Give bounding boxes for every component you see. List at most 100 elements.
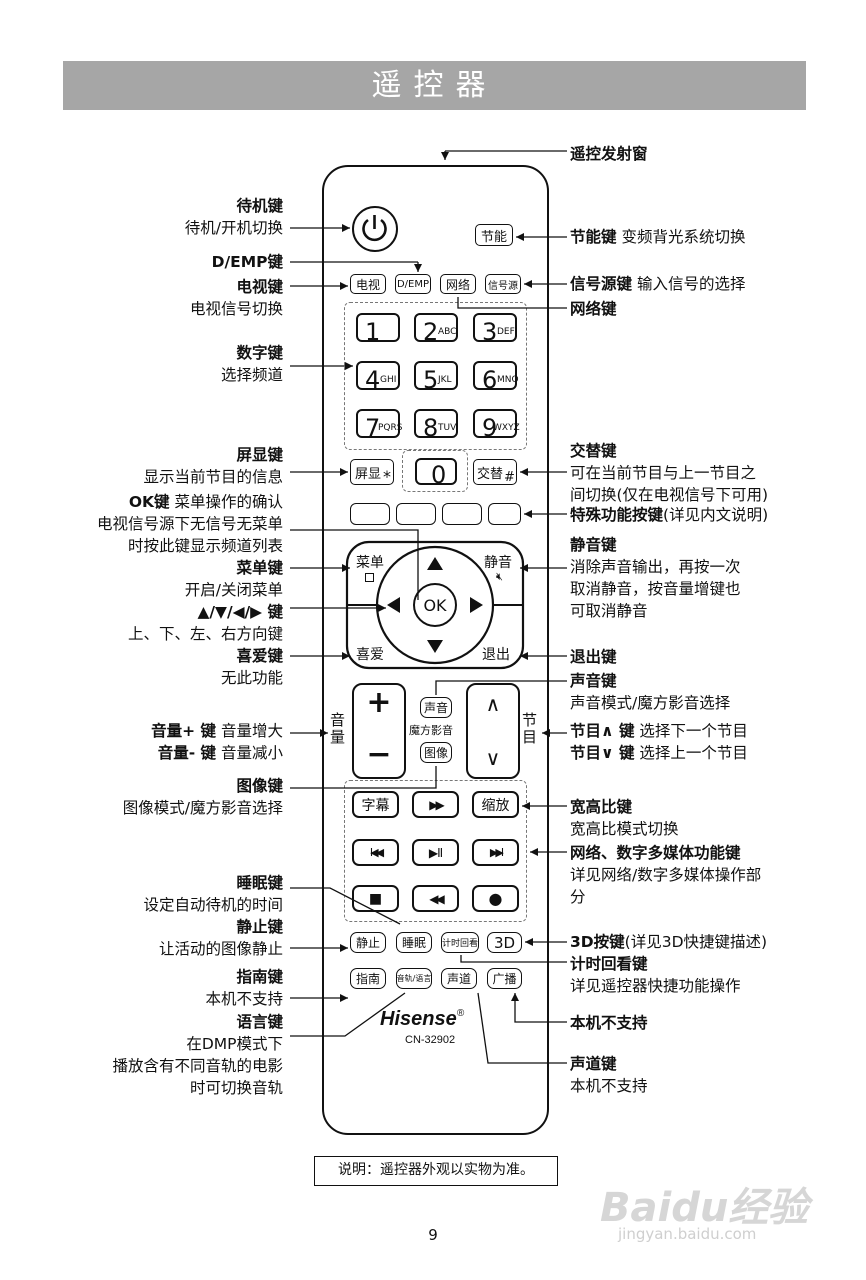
volume-label: 音量 (330, 711, 346, 746)
favorite-button[interactable]: 喜爱 (356, 647, 384, 663)
down-arrow-icon[interactable] (427, 640, 443, 653)
volume-up-key-label: 音量+ 键 音量增大 (151, 720, 283, 742)
language-key-desc-1: 在DMP模式下 (186, 1035, 283, 1053)
digit-label: 8 (423, 414, 439, 442)
source-key-label: 信号源键 输入信号的选择 (570, 273, 745, 295)
display-button[interactable]: 屏显* (350, 459, 394, 485)
watermark-url: jingyan.baidu.com (618, 1225, 757, 1243)
exit-key-title: 退出键 (570, 648, 617, 666)
channel-label: 节目 (522, 711, 538, 746)
network-button[interactable]: 网络 (440, 274, 476, 294)
watermark-logo: Baidu经验 (600, 1185, 809, 1231)
swap-key-desc-2: 间切换(仅在电视信号下可用) (570, 486, 769, 504)
exit-button[interactable]: 退出 (482, 647, 510, 663)
volume-down-key-title: 音量- 键 (157, 744, 217, 762)
arrow-key-desc: 上、下、左、右方向键 (127, 625, 283, 643)
fast-forward-button[interactable]: ▶▶ (412, 791, 459, 818)
digit-letters: WXYZ (493, 423, 520, 433)
sound-channel-button[interactable]: 声道 (441, 968, 477, 989)
3d-button[interactable]: 3D (487, 932, 522, 953)
up-arrow-icon[interactable] (427, 557, 443, 570)
aspect-key-desc: 宽高比模式切换 (570, 820, 679, 838)
power-button[interactable] (352, 206, 398, 252)
language-key-desc-3: 时可切换音轨 (189, 1079, 283, 1097)
zero-frame (402, 450, 468, 492)
volume-down-button[interactable]: − (366, 737, 392, 772)
left-arrow-icon[interactable] (387, 597, 400, 613)
digit-letters: JKL (438, 375, 452, 385)
subtitle-button[interactable]: 字幕 (352, 791, 399, 818)
digit-letters: DEF (497, 327, 515, 337)
energy-button[interactable]: 节能 (475, 224, 513, 246)
digit-label: 4 (365, 366, 381, 394)
tv-key-title: 电视键 (236, 278, 283, 296)
record-button[interactable]: ● (472, 885, 519, 912)
green-function-button[interactable] (396, 503, 436, 525)
digit-label: 1 (365, 318, 381, 346)
source-key-desc: 输入信号的选择 (636, 275, 746, 293)
language-key-title: 语言键 (236, 1013, 283, 1031)
still-key-title: 静止键 (236, 918, 283, 936)
rewind-button[interactable]: ◀◀ (412, 885, 459, 912)
blue-function-button[interactable] (488, 503, 521, 525)
yellow-function-button[interactable] (442, 503, 482, 525)
stop-button[interactable]: ■ (352, 885, 399, 912)
previous-button[interactable]: I◀◀ (352, 839, 399, 866)
swap-button[interactable]: 交替# (473, 459, 517, 485)
digit-key-desc: 选择频道 (220, 366, 283, 384)
sound-channel-key-desc: 本机不支持 (570, 1077, 648, 1095)
guide-button[interactable]: 指南 (350, 968, 386, 989)
digit-label: 7 (365, 414, 381, 442)
digit-label: 2 (423, 318, 439, 346)
channel-down-button[interactable]: ∨ (485, 746, 501, 770)
red-function-button[interactable] (350, 503, 390, 525)
digit-1-button[interactable]: 1 (356, 313, 400, 346)
osd-key-desc: 显示当前节目的信息 (143, 468, 283, 486)
language-button[interactable]: 音轨/语言 (396, 968, 432, 989)
page-title: 遥控器 (63, 61, 806, 110)
volume-rocker[interactable] (352, 683, 406, 779)
right-arrow-icon[interactable] (470, 597, 483, 613)
next-button[interactable]: ▶▶I (472, 839, 519, 866)
sound-button[interactable]: 声音 (420, 697, 452, 718)
zoom-button[interactable]: 缩放 (472, 791, 519, 818)
channel-rocker[interactable] (466, 683, 520, 779)
digit-letters: ABC (438, 327, 457, 337)
media-key-title: 网络、数字多媒体功能键 (570, 844, 741, 862)
digit-label: 3 (482, 318, 498, 346)
source-button[interactable]: 信号源 (485, 274, 521, 294)
standby-key-title: 待机键 (236, 197, 283, 215)
dpad-cluster (345, 540, 525, 670)
ok-button[interactable]: OK (423, 596, 447, 615)
picture-button[interactable]: 图像 (420, 742, 452, 763)
sleep-button[interactable]: 睡眠 (396, 932, 432, 953)
ok-key-desc: 菜单操作的确认 (174, 493, 283, 511)
menu-button[interactable]: 菜单 (356, 555, 384, 571)
model-number: CN-32902 (405, 1034, 456, 1046)
still-button[interactable]: 静止 (350, 932, 386, 953)
media-key-desc-1: 详见网络/数字多媒体操作部 (570, 866, 762, 884)
channel-up-button[interactable]: ∧ (485, 692, 501, 716)
osd-key-title: 屏显键 (236, 446, 283, 464)
tv-button[interactable]: 电视 (350, 274, 386, 294)
demp-button[interactable]: D/EMP (395, 274, 431, 294)
digit-0-button[interactable]: 0 (415, 458, 457, 488)
timeshift-button[interactable]: 计时回看 (441, 932, 479, 953)
digit-label: 6 (482, 366, 498, 394)
ok-key-label: OK键 菜单操作的确认 (129, 491, 283, 513)
volume-up-button[interactable]: + (366, 685, 392, 720)
mute-button[interactable]: 静音 (484, 555, 512, 571)
broadcast-button[interactable]: 广播 (487, 968, 522, 989)
aspect-key-title: 宽高比键 (570, 798, 633, 816)
play-pause-button[interactable]: ▶II (412, 839, 459, 866)
brand-logo: Hisense® (380, 1008, 464, 1031)
